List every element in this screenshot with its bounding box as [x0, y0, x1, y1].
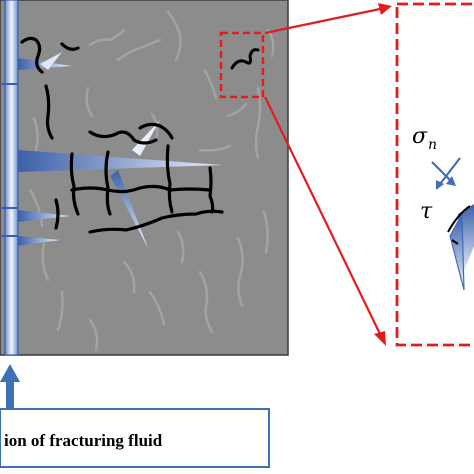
shear-stress-label: τ [420, 199, 433, 224]
injection-arrow [0, 364, 20, 412]
stress-arrows [431, 157, 461, 190]
hydraulic-fractures [18, 52, 222, 248]
zoomed-natural-fracture-small [230, 48, 260, 70]
zoom-source-box [219, 31, 265, 99]
caption-box [0, 408, 270, 468]
zoom-connector-arrows [264, 3, 392, 346]
zoom-detail-box [395, 2, 474, 347]
active-natural-fractures [20, 36, 224, 234]
rock-formation [0, 0, 289, 356]
caption-text: ion of fracturing fluid [4, 431, 163, 450]
wellbore [0, 0, 19, 356]
normal-stress-label: σn [412, 124, 437, 153]
zoomed-fracture-detail [447, 204, 474, 291]
